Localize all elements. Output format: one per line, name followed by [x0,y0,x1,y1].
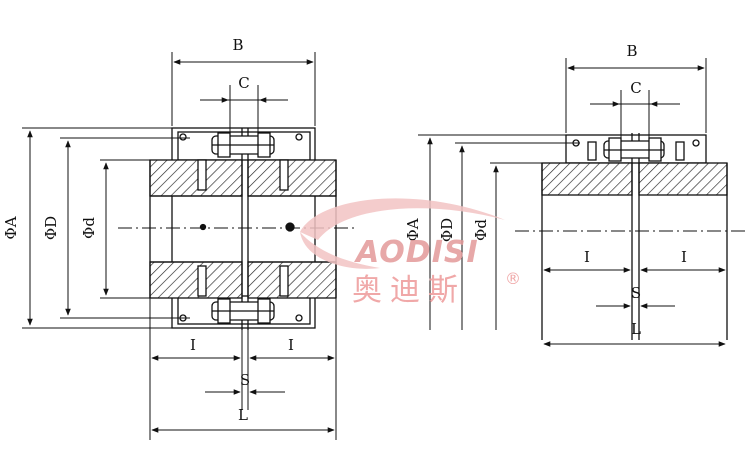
right-dim-I-right: I [681,248,687,266]
left-hub-top-right [247,159,337,197]
left-hub-top-left [149,159,243,197]
right-dim-B: B [626,42,637,60]
right-dimensions [418,58,726,347]
left-hub-bottom-right [247,261,337,299]
right-dim-L: L [631,320,641,338]
left-dim-L: L [238,406,248,424]
left-dim-S: S [240,371,250,389]
watermark-registered-mark: ® [505,269,521,288]
left-dim-I-right: I [288,336,294,354]
left-dim-I-left: I [190,336,196,354]
left-flange-bottom [177,295,311,325]
watermark-swoosh [300,198,505,240]
left-dim-C: C [238,74,249,92]
right-housing [565,134,707,164]
right-dim-D0: ΦD [438,218,456,242]
left-dimensions [22,52,337,440]
right-hub-right [638,162,728,196]
right-dim-A: ΦA [404,218,422,241]
left-flange-top [177,131,311,161]
left-dim-d: Φd [80,217,98,239]
right-coupling-view [515,133,745,340]
left-dim-D0: ΦD [42,216,60,240]
watermark-brand-cjk: 奥迪斯 [352,273,466,308]
left-dim-A: ΦA [2,216,20,239]
right-dim-S: S [631,284,641,302]
watermark-brand-latin: AODISI [354,235,479,270]
right-dim-I-left: I [584,248,590,266]
brand-watermark: AODISI 奥迪斯 ® [300,198,521,308]
left-dim-B: B [232,36,243,54]
right-dim-d: Φd [472,219,490,241]
left-coupling-view [118,127,355,330]
right-dim-C: C [630,79,641,97]
right-hub-left [541,162,633,196]
left-hub-bottom-left [149,261,243,299]
